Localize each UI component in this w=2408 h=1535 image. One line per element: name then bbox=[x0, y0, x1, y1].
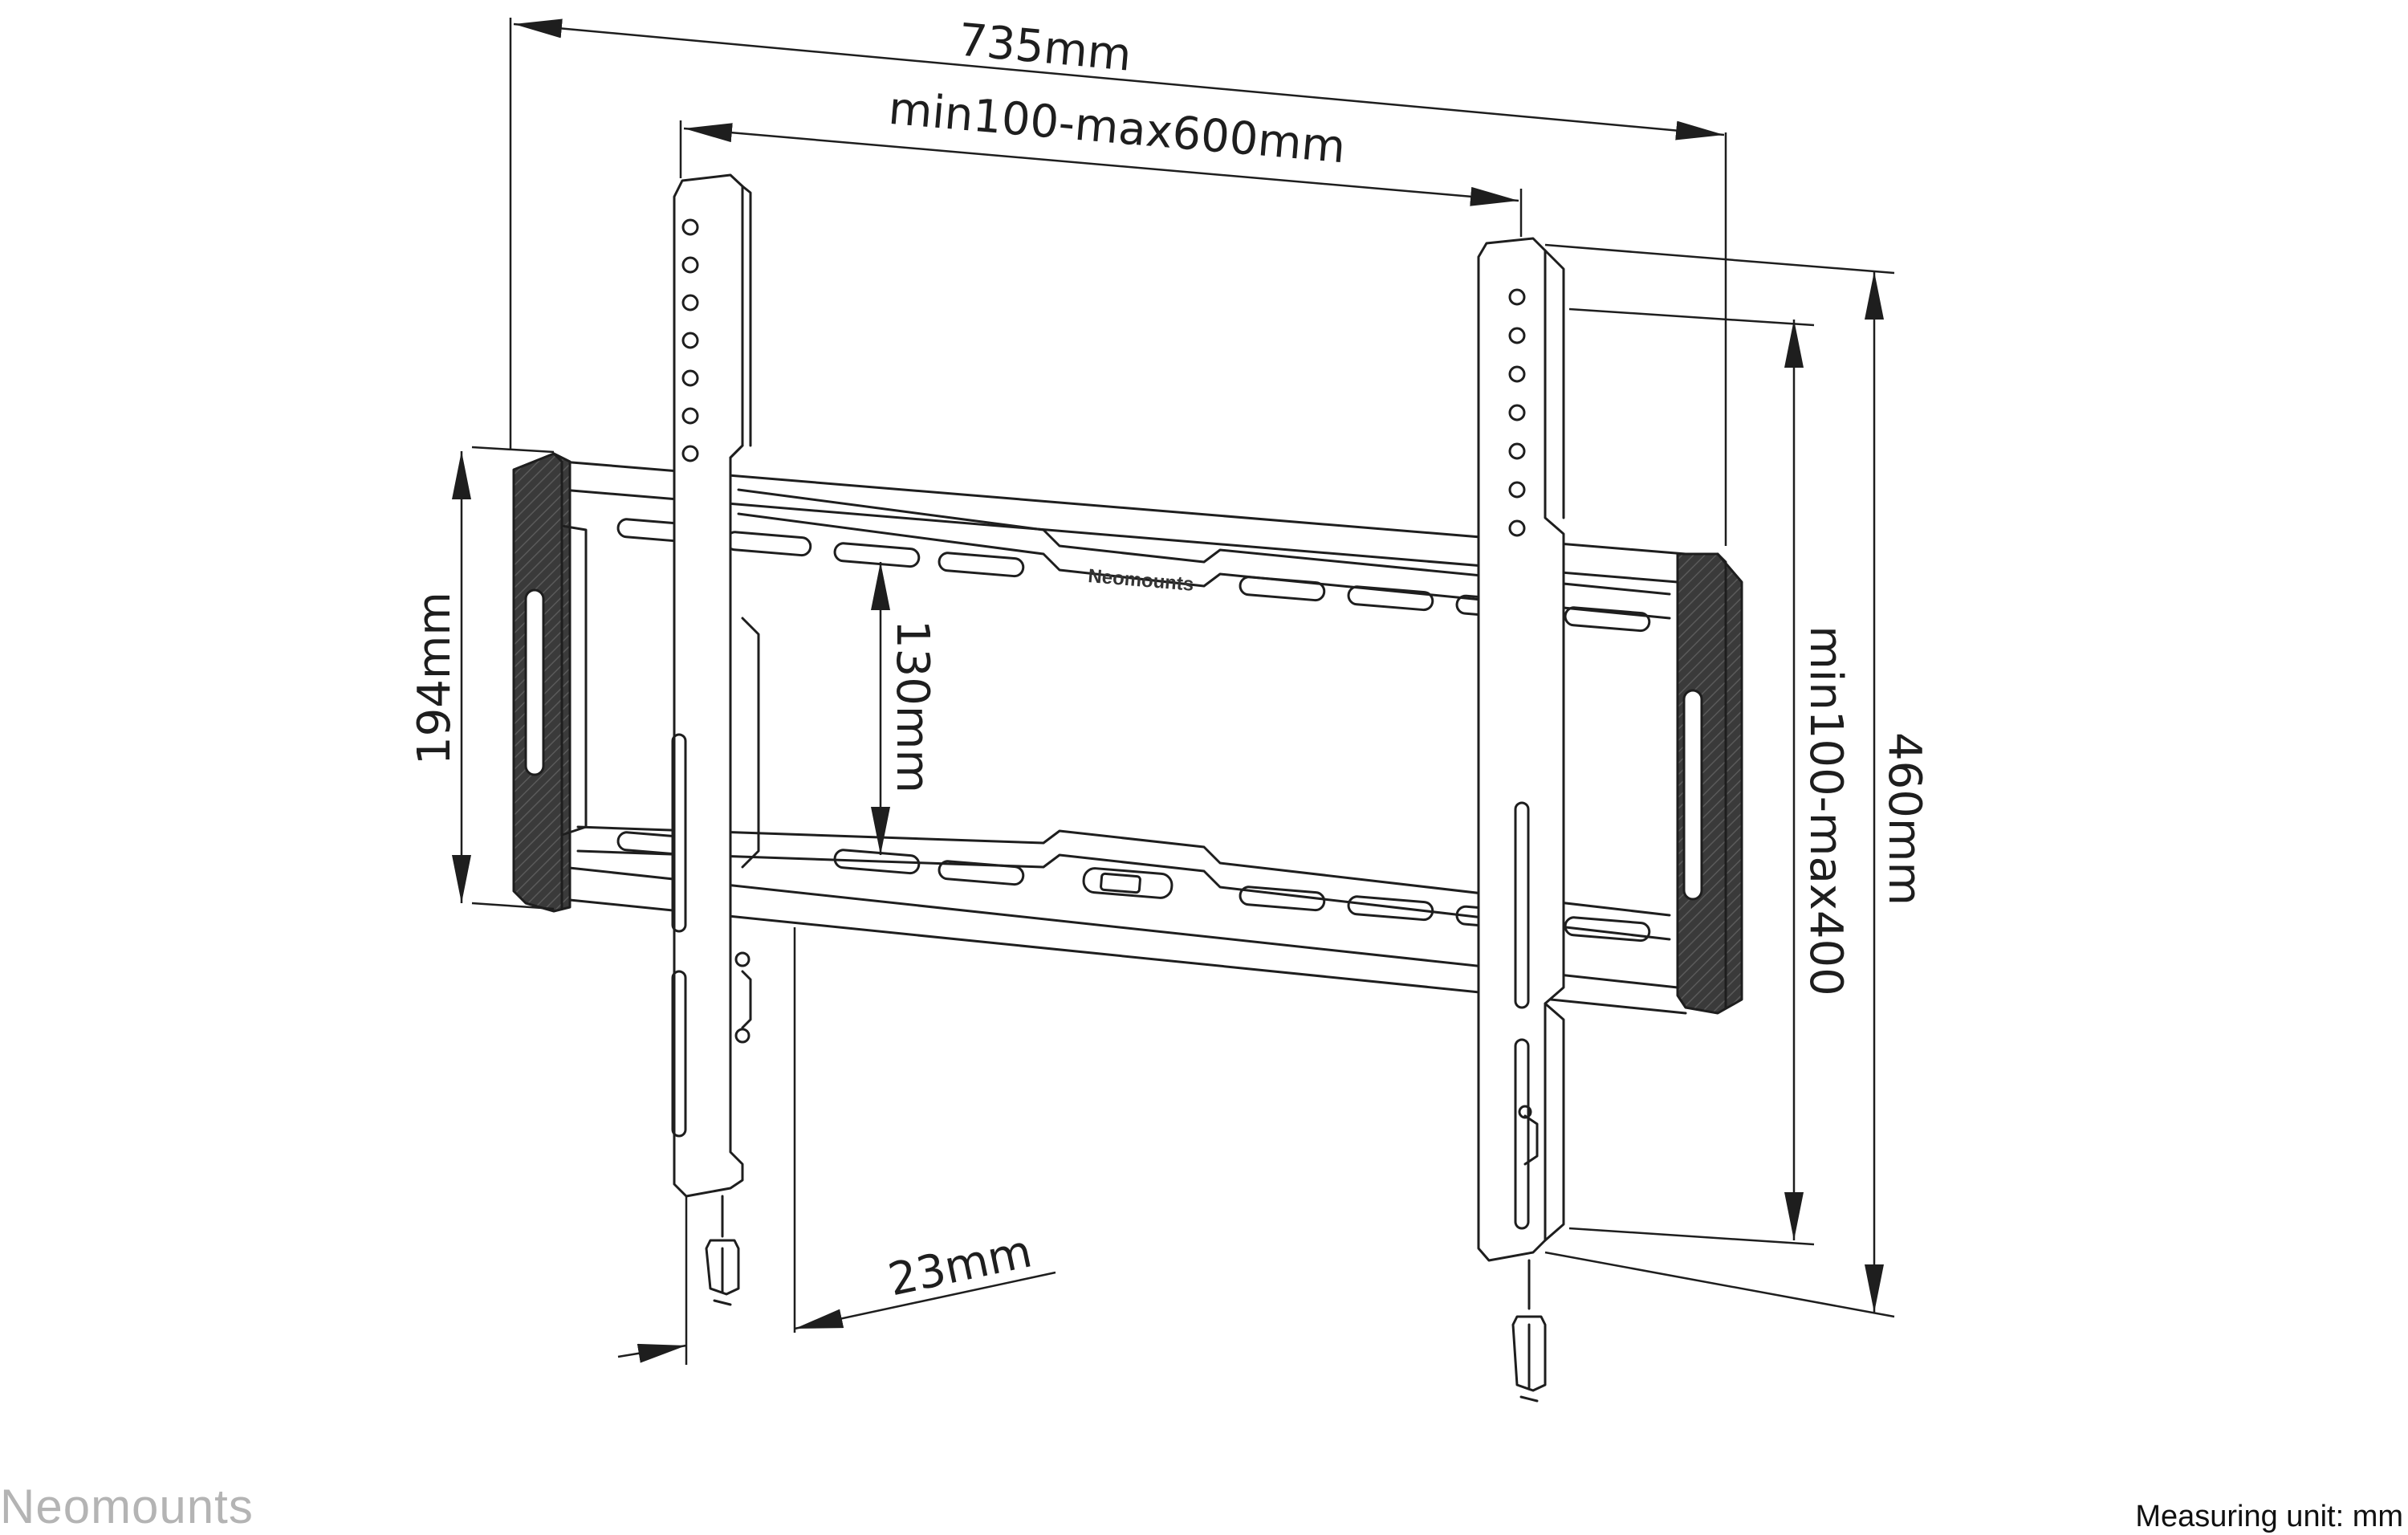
right-vertical-arm bbox=[1477, 237, 1565, 1403]
ext-line-rail-top bbox=[471, 446, 555, 454]
brand-logo: Neomounts bbox=[0, 1480, 254, 1533]
dim-line-735 bbox=[513, 18, 1725, 140]
label-vesa-height: min100-max400 bbox=[1800, 625, 1852, 996]
label-rail-spacing: 130mm bbox=[886, 620, 938, 793]
label-rail-height: 194mm bbox=[409, 592, 461, 765]
dim-line-23 bbox=[617, 1343, 687, 1363]
measuring-unit-note: Measuring unit: mm bbox=[2135, 1500, 2403, 1533]
right-end-cap bbox=[1676, 552, 1743, 1015]
ext-line-400-top bbox=[1568, 307, 1815, 327]
right-arm-holes bbox=[1508, 288, 1526, 537]
label-total-height: 460mm bbox=[1878, 732, 1930, 906]
ext-line-400-bottom bbox=[1568, 1227, 1815, 1246]
wall-rail bbox=[560, 460, 1687, 1015]
left-arm-holes bbox=[681, 218, 699, 462]
label-vesa-width: min100-max600mm bbox=[886, 83, 1347, 174]
label-depth: 23mm bbox=[884, 1225, 1036, 1306]
left-end-cap bbox=[512, 452, 588, 913]
rail-logo-text: Neomounts bbox=[1088, 565, 1195, 596]
ext-line-460-bottom bbox=[1544, 1251, 1895, 1318]
dim-line-vesa-width bbox=[683, 123, 1519, 206]
ext-line-rail-bottom bbox=[471, 902, 555, 910]
left-vertical-arm bbox=[671, 173, 760, 1306]
center-lock-slot bbox=[1082, 867, 1173, 899]
ext-line-460-top bbox=[1544, 243, 1895, 275]
label-total-width: 735mm bbox=[956, 14, 1133, 81]
